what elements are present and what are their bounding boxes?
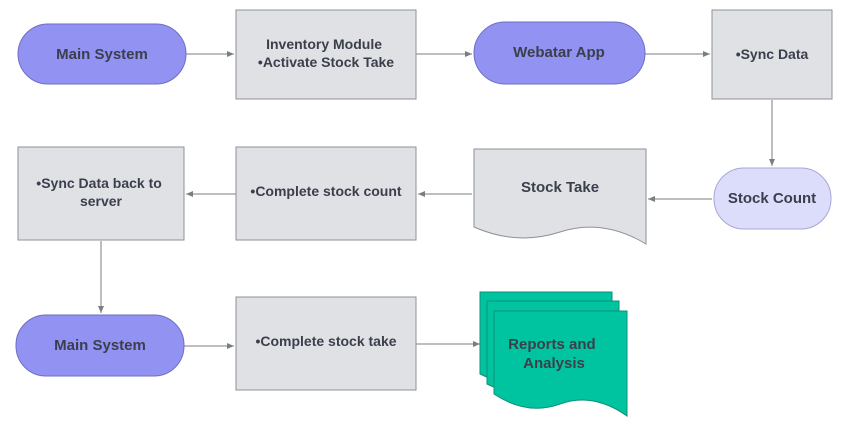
stock-take-label: Stock Take xyxy=(521,179,599,196)
sync-back-label-line2: server xyxy=(80,193,123,209)
main-system-2-label: Main System xyxy=(54,337,146,354)
main-system-terminal-1: Main System xyxy=(17,23,187,85)
svg-text:Webatar App: Webatar App xyxy=(513,44,605,61)
sync-back-label-line1: •Sync Data back to xyxy=(36,175,162,191)
sync-data-process: •Sync Data xyxy=(711,9,833,100)
stock-take-document: Stock Take xyxy=(473,148,647,245)
sync-data-label: •Sync Data xyxy=(736,46,809,62)
svg-text:•Complete stock take: •Complete stock take xyxy=(255,333,396,349)
reports-multi-document: Reports and Analysis xyxy=(479,291,628,417)
complete-stock-take-process: •Complete stock take xyxy=(235,296,417,391)
complete-stock-count-label: •Complete stock count xyxy=(250,183,401,199)
complete-stock-count-process: •Complete stock count xyxy=(235,146,417,241)
reports-label-line2: Analysis xyxy=(523,355,585,372)
activate-stock-take-label: •Activate Stock Take xyxy=(258,54,394,70)
svg-text:Stock Count: Stock Count xyxy=(728,190,816,207)
svg-text:•Sync Data back to serve: •Sync Data back to server xyxy=(36,175,165,209)
complete-stock-take-label: •Complete stock take xyxy=(255,333,396,349)
inventory-module-process: Inventory Module •Activate Stock Take xyxy=(235,9,417,100)
svg-text:Main System: Main System xyxy=(54,337,146,354)
svg-text:•Sync Data: •Sync Data xyxy=(736,46,809,62)
main-system-1-label: Main System xyxy=(56,46,148,63)
webatar-app-terminal: Webatar App xyxy=(473,21,646,85)
svg-text:•Complete stock count: •Complete stock count xyxy=(250,183,401,199)
svg-text:Main System: Main System xyxy=(56,46,148,63)
svg-text:Reports and Analysis: Reports and Analysis xyxy=(508,336,600,372)
sync-back-process: •Sync Data back to server xyxy=(17,146,185,241)
svg-text:Inventory Module •Activa: Inventory Module •Activate Stock Take xyxy=(258,36,394,70)
svg-text:Stock Take: Stock Take xyxy=(521,179,599,196)
reports-label-line1: Reports and xyxy=(508,336,596,353)
main-system-terminal-2: Main System xyxy=(15,314,185,377)
stock-count-label: Stock Count xyxy=(728,190,816,207)
stock-count-terminal: Stock Count xyxy=(713,167,832,230)
inventory-module-label: Inventory Module xyxy=(266,36,382,52)
connectors xyxy=(98,51,775,349)
webatar-app-label: Webatar App xyxy=(513,44,605,61)
